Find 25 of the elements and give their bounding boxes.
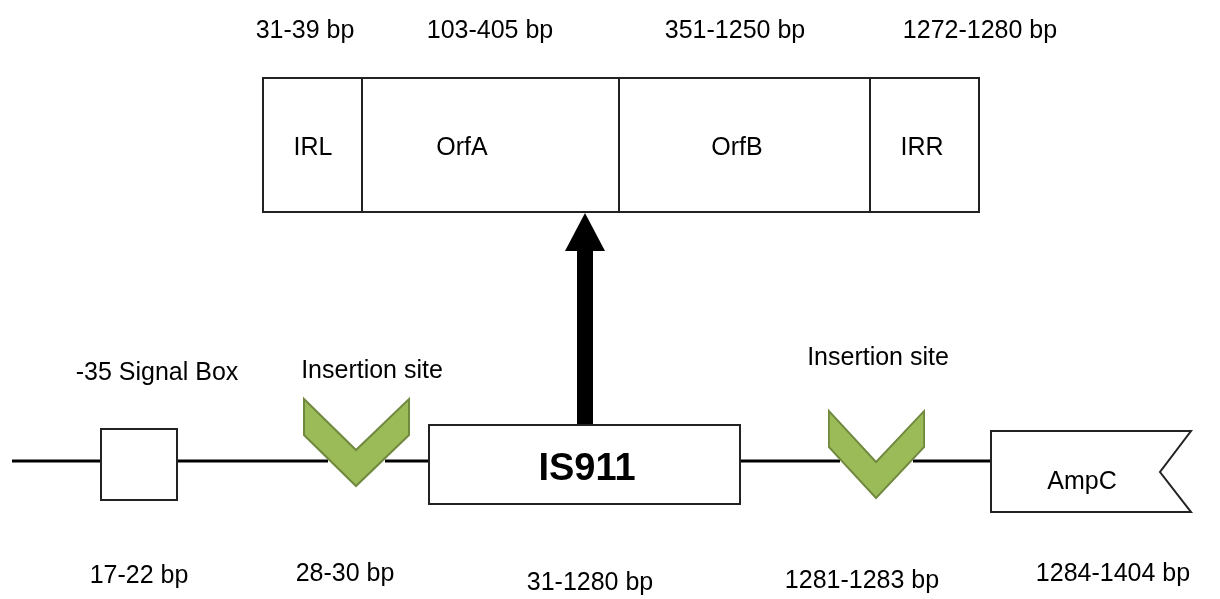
site-label: Insertion site [807, 343, 949, 371]
gene-label: AmpC [1047, 467, 1117, 495]
bp-range-label: 1272-1280 bp [902, 16, 1058, 44]
backbone-line [178, 459, 328, 463]
backbone-line [741, 459, 840, 463]
thick-arrow [565, 213, 605, 424]
backbone-line [385, 459, 428, 463]
backbone-line [913, 459, 990, 463]
gene-label: IS911 [538, 447, 636, 489]
segment-label: IRR [900, 133, 944, 161]
bp-range-label: 31-39 bp [255, 16, 355, 44]
bp-range-label: 17-22 bp [89, 561, 189, 589]
bp-range-label: 31-1280 bp [526, 568, 654, 596]
segment-label: IRL [293, 133, 333, 161]
site-label: Insertion site [301, 356, 443, 384]
bp-range-label: 351-1250 bp [664, 16, 806, 44]
bp-range-label: 1284-1404 bp [1035, 559, 1191, 587]
backbone-line [12, 459, 100, 463]
segment-label: OrfB [711, 133, 763, 161]
gene-map-box [262, 77, 980, 213]
box-title: -35 Signal Box [75, 358, 239, 386]
bp-range-label: 1281-1283 bp [784, 566, 940, 594]
segment-label: OrfA [436, 133, 488, 161]
bp-range-label: 28-30 bp [295, 559, 395, 587]
bp-range-label: 103-405 bp [426, 16, 554, 44]
